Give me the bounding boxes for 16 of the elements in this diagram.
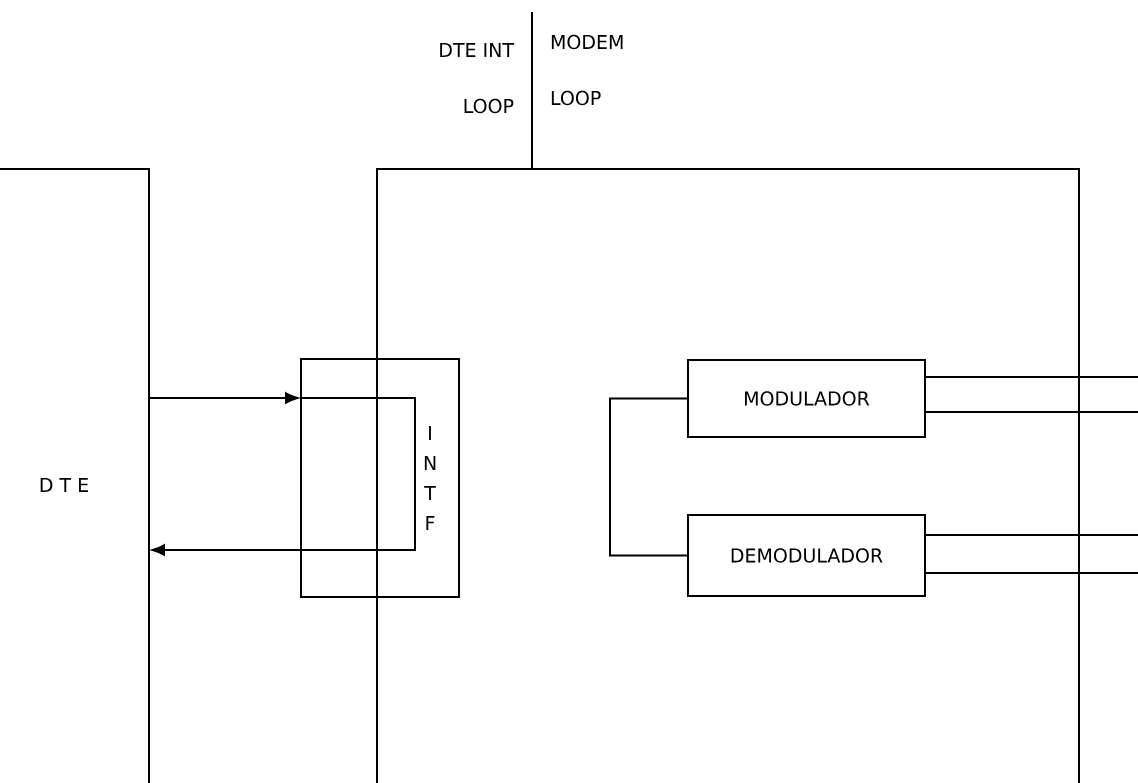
connector bbox=[924, 411, 1138, 413]
loop-label: MODEM bbox=[551, 34, 623, 50]
connector bbox=[609, 397, 689, 557]
interface-box: I N T F bbox=[300, 358, 460, 598]
device-box bbox=[376, 168, 1080, 783]
loop-label: LOOP bbox=[551, 90, 601, 106]
connector bbox=[151, 544, 302, 556]
process-box: DEMODULADOR bbox=[687, 514, 926, 597]
loop-label: LOOP bbox=[464, 98, 514, 114]
device-box: D T E bbox=[0, 168, 150, 783]
connector bbox=[924, 572, 1138, 574]
connector bbox=[148, 392, 299, 404]
connector bbox=[924, 534, 1138, 536]
loop-label: DTE INT bbox=[440, 43, 515, 57]
process-box: MODULADOR bbox=[687, 359, 926, 438]
connector bbox=[924, 376, 1138, 378]
